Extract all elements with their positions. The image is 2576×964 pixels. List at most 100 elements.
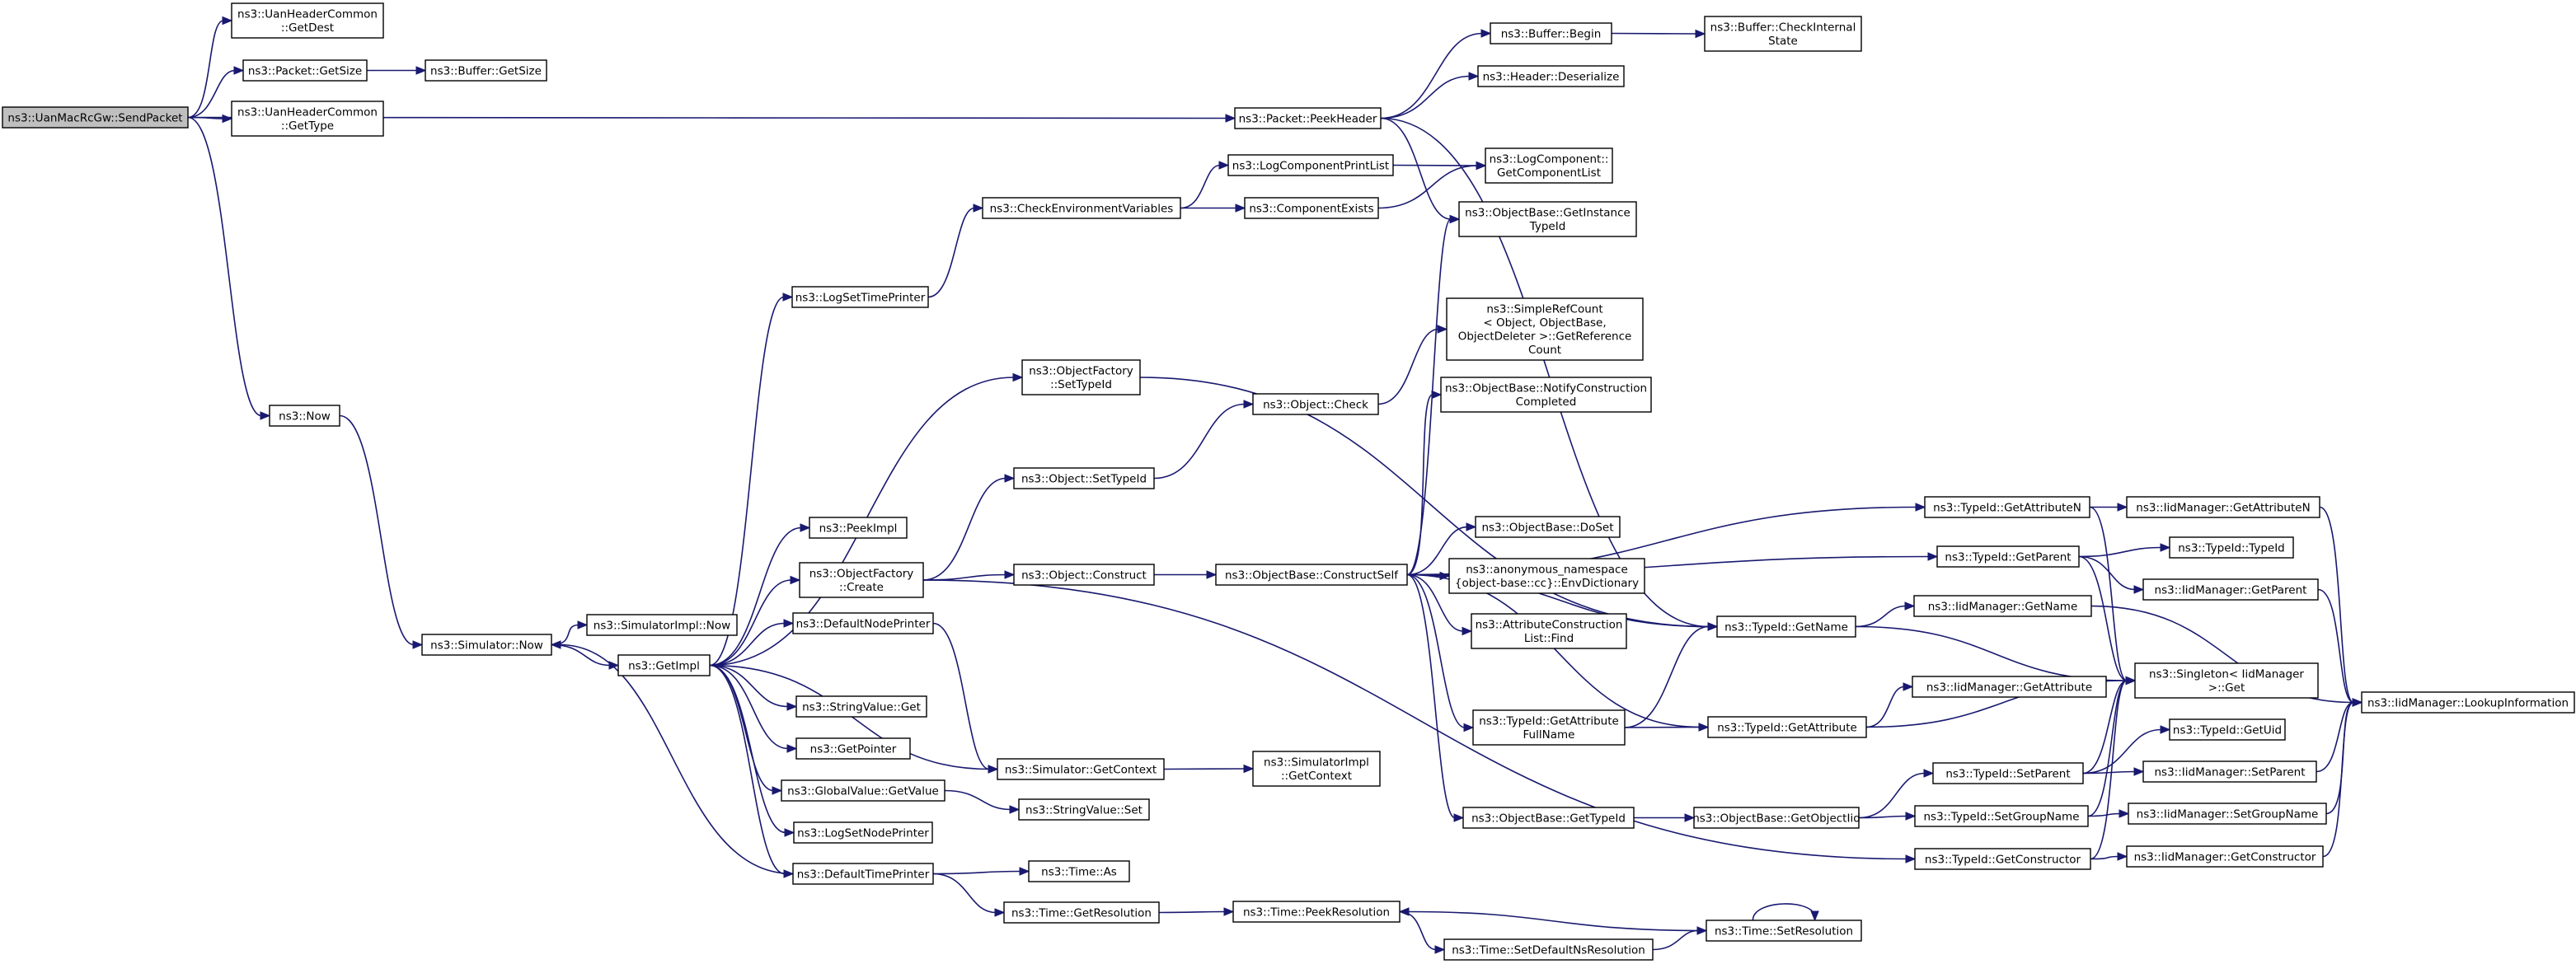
edge-getimpl-to-defnodeprint [709,619,795,667]
edge-obj-construct-to-ob-constructself [1154,570,1218,579]
node-time-as[interactable]: ns3::Time::As [1028,860,1130,882]
node-simplerefcount[interactable]: ns3::SimpleRefCount< Object, ObjectBase,… [1446,297,1644,361]
node-iid-getattr[interactable]: ns3::IidManager::GetAttribute [1912,676,2107,698]
node-label: ns3::GetImpl [628,659,700,672]
node-ob-constructself[interactable]: ns3::ObjectBase::ConstructSelf [1215,564,1408,586]
node-box [1448,558,1645,594]
node-tid-setparent[interactable]: ns3::TypeId::SetParent [1932,762,2084,784]
node-singleton-get[interactable]: ns3::Singleton< IidManager>::Get [2134,662,2319,699]
node-box [1252,751,1381,787]
edge-tid-getattrn-to-singleton-get [2089,506,2137,686]
node-time-getres[interactable]: ns3::Time::GetResolution [1003,901,1160,924]
node-iid-lookup[interactable]: ns3::IidManager::LookupInformation [2361,691,2575,714]
node-logcomp-list[interactable]: ns3::LogComponent::GetComponentList [1485,147,1613,184]
node-tid-getattr[interactable]: ns3::TypeId::GetAttribute [1707,716,1867,738]
node-logsettime[interactable]: ns3::LogSetTimePrinter [791,286,929,308]
node-buf-size[interactable]: ns3::Buffer::GetSize [425,59,547,82]
node-pkt-peek[interactable]: ns3::Packet::PeekHeader [1234,107,1382,129]
node-strval-get[interactable]: ns3::StringValue::Get [795,695,927,718]
node-obj-settypeid[interactable]: ns3::Object::SetTypeId [1013,467,1155,489]
node-getimpl[interactable]: ns3::GetImpl [617,654,711,676]
node-tid-getattrn[interactable]: ns3::TypeId::GetAttributeN [1924,496,2090,518]
node-sim-getctx[interactable]: ns3::Simulator::GetContext [997,758,1165,780]
node-iid-getattrn[interactable]: ns3::IidManager::GetAttributeN [2126,496,2320,518]
node-ob-gettypeid[interactable]: ns3::ObjectBase::GetTypeId [1462,807,1635,829]
node-label: ns3::LogSetNodePrinter [797,826,929,840]
node-getpointer[interactable]: ns3::GetPointer [795,737,911,760]
node-obj-construct[interactable]: ns3::Object::Construct [1013,564,1155,586]
node-strval-set[interactable]: ns3::StringValue::Set [1018,798,1150,821]
node-tid-getparent[interactable]: ns3::TypeId::GetParent [1936,545,2080,568]
arrow-head-icon [260,411,271,420]
node-box [2169,718,2286,741]
edge-line [2087,680,2128,817]
node-label: < Object, ObjectBase, [1483,316,1606,330]
node-time-setdefns[interactable]: ns3::Time::SetDefaultNsResolution [1443,938,1654,961]
arrow-head-icon [1235,204,1246,213]
edge-root-to-uhc-dest [187,16,233,119]
node-root[interactable]: ns3::UanMacRcGw::SendPacket [2,106,189,129]
node-defnodeprint[interactable]: ns3::DefaultNodePrinter [792,612,934,634]
node-box [1013,467,1155,489]
node-tid-getuid[interactable]: ns3::TypeId::GetUid [2169,718,2286,741]
node-uhc-dest[interactable]: ns3::UanHeaderCommon::GetDest [231,2,384,39]
node-sim-now[interactable]: ns3::Simulator::Now [421,634,552,656]
node-tid-setgroup[interactable]: ns3::TypeId::SetGroupName [1914,805,2089,827]
node-tid-getctor[interactable]: ns3::TypeId::GetConstructor [1914,848,2091,870]
node-pkt-size[interactable]: ns3::Packet::GetSize [242,59,368,82]
node-iid-setgroup[interactable]: ns3::IidManager::SetGroupName [2128,803,2327,825]
node-ob-getobjectiid[interactable]: ns3::ObjectBase::GetObjectIid [1692,807,1860,829]
node-iid-getparent[interactable]: ns3::IidManager::GetParent [2142,578,2319,601]
edge-iid-getattrn-to-iid-lookup [2319,506,2363,707]
edge-line [1752,903,1816,921]
node-compexists[interactable]: ns3::ComponentExists [1244,197,1379,219]
node-logsetnode[interactable]: ns3::LogSetNodePrinter [793,821,933,844]
node-label: ns3::LogComponentPrintList [1232,159,1389,172]
node-tid-getname[interactable]: ns3::TypeId::GetName [1716,615,1856,638]
edge-logsettime-to-checkenv [927,204,984,298]
node-anon-envdict[interactable]: ns3::anonymous_namespace{object-base::cc… [1448,558,1645,594]
node-hdr-deser[interactable]: ns3::Header::Deserialize [1477,65,1625,87]
node-checkenv[interactable]: ns3::CheckEnvironmentVariables [982,197,1181,219]
node-box [1914,848,2091,870]
node-box [1443,938,1654,961]
edge-line [1380,75,1471,119]
node-now[interactable]: ns3::Now [269,405,340,427]
node-label: ns3::SimulatorImpl [1264,756,1369,770]
node-ob-doset[interactable]: ns3::ObjectBase::DoSet [1475,516,1621,538]
node-label: ns3::Time::As [1041,865,1117,878]
node-uhc-type[interactable]: ns3::UanHeaderCommon::GetType [231,101,384,137]
node-deftimeprint[interactable]: ns3::DefaultTimePrinter [792,863,934,885]
edge-compexists-to-logcomp-list [1377,161,1487,209]
node-peekimpl[interactable]: ns3::PeekImpl [809,517,908,539]
node-simimpl-getctx[interactable]: ns3::SimulatorImpl::GetContext [1252,751,1381,787]
node-buf-begin[interactable]: ns3::Buffer::Begin [1490,22,1612,44]
node-gv-getvalue[interactable]: ns3::GlobalValue::GetValue [781,779,945,802]
node-time-peekres[interactable]: ns3::Time::PeekResolution [1232,901,1401,923]
edge-getimpl-to-logsettime [709,292,794,667]
node-label: ns3::IidManager::SetParent [2155,765,2306,779]
node-iid-getctor[interactable]: ns3::IidManager::GetConstructor [2126,845,2324,868]
node-box [2142,578,2319,601]
node-iid-setparent[interactable]: ns3::IidManager::SetParent [2142,760,2317,783]
node-logcompprint[interactable]: ns3::LogComponentPrintList [1227,154,1394,176]
edge-deftimeprint-to-sim-now [550,640,794,875]
node-ob-notify[interactable]: ns3::ObjectBase::NotifyConstructionCompl… [1440,377,1652,413]
node-simimpl-now[interactable]: ns3::SimulatorImpl::Now [586,614,738,636]
arrow-head-icon [2133,767,2145,776]
node-tid-typeid[interactable]: ns3::TypeId::TypeId [2169,536,2294,559]
arrow-head-icon [2133,585,2145,594]
node-of-create[interactable]: ns3::ObjectFactory::Create [799,562,924,598]
node-time-setres[interactable]: ns3::Time::SetResolution [1706,920,1862,942]
edge-line [1163,768,1246,770]
edge-gv-getvalue-to-strval-set [944,789,1021,814]
node-obj-check[interactable]: ns3::Object::Check [1252,393,1379,415]
node-label: ns3::Singleton< IidManager [2149,668,2304,681]
node-iid-getname[interactable]: ns3::IidManager::GetName [1913,595,2092,617]
node-of-settypeid[interactable]: ns3::ObjectFactory::SetTypeId [1021,359,1141,395]
node-label: ns3::LogSetTimePrinter [795,291,926,304]
